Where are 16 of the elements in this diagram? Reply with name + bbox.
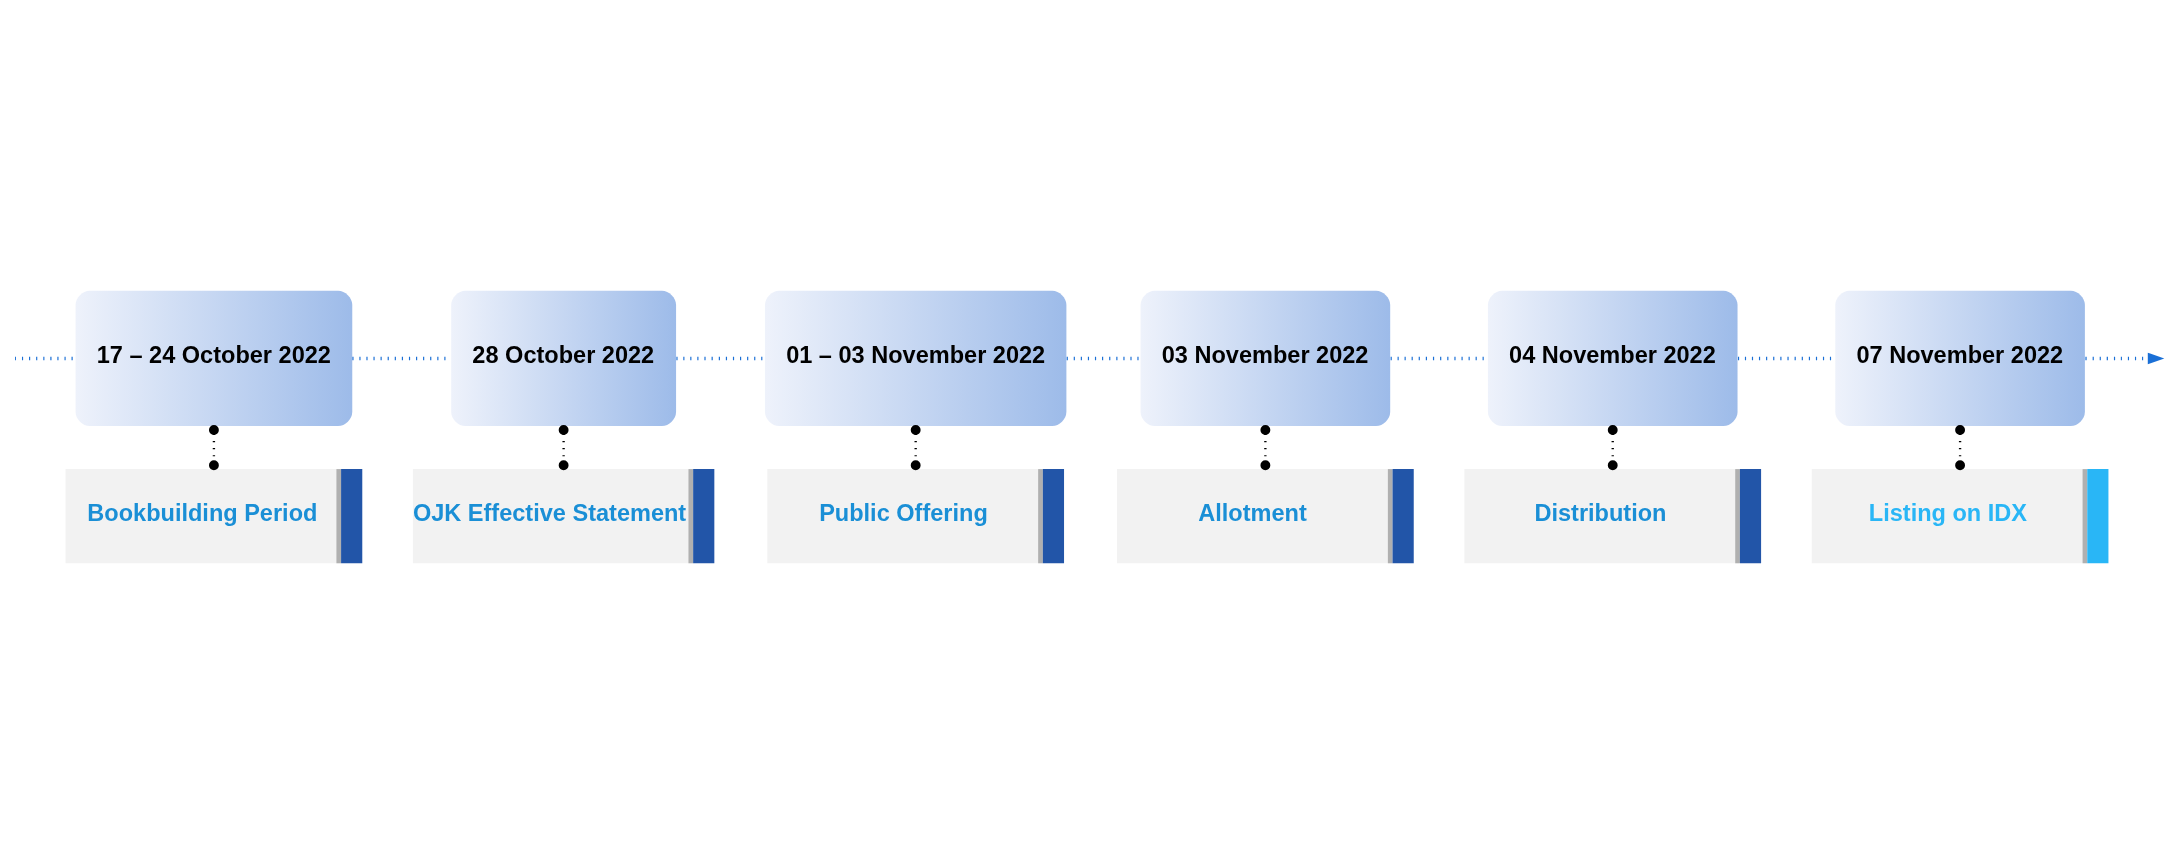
node-box: 04 November 2022 [1487, 290, 1738, 427]
node-box: 28 October 2022 [451, 290, 677, 427]
connector [15, 356, 76, 361]
node-box: 03 November 2022 [1140, 290, 1391, 427]
connector [1955, 425, 1966, 471]
connector [910, 425, 921, 471]
connector [1066, 356, 1141, 361]
connector [208, 425, 219, 471]
node-box: 01 – 03 November 2022 [764, 290, 1067, 427]
arrow [2085, 352, 2165, 365]
node-box: 17 – 24 October 2022 [75, 290, 353, 427]
node-box: 07 November 2022 [1835, 290, 2085, 427]
connector [1607, 425, 1618, 471]
connector [1260, 425, 1271, 471]
connector [558, 425, 569, 471]
connector [676, 356, 765, 361]
